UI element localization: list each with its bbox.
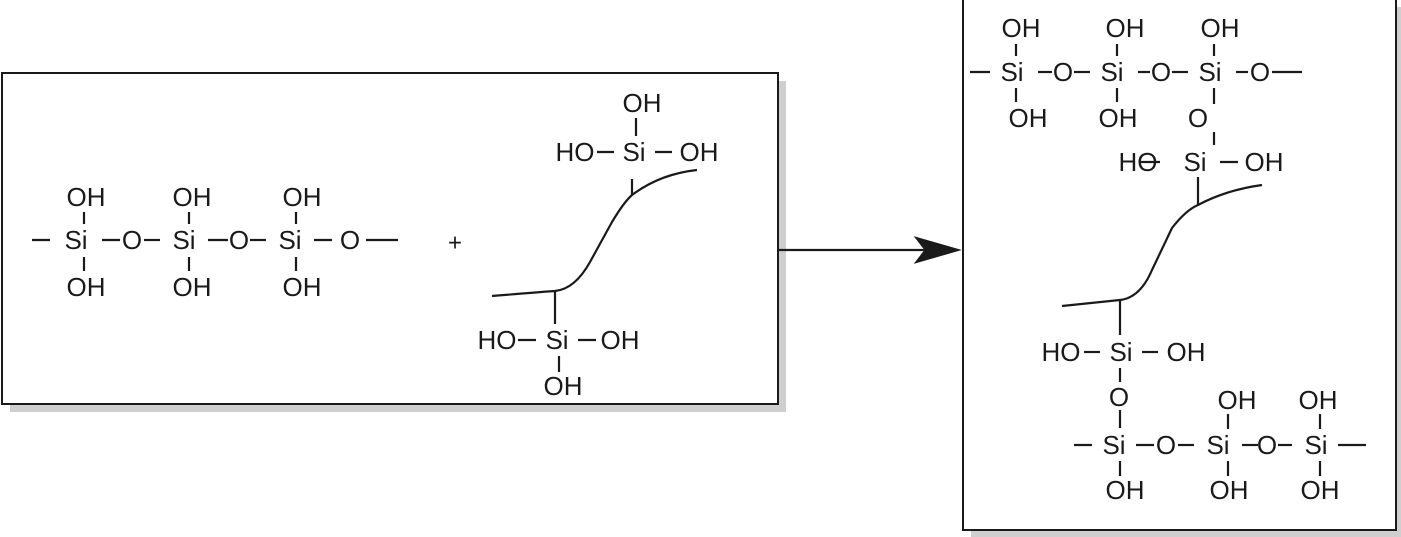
si-atom: Si: [1102, 430, 1125, 460]
oh-group: OH: [623, 88, 662, 118]
oh-group: OH: [283, 272, 322, 302]
si-atom: Si: [545, 325, 568, 355]
o-atom: O: [1250, 57, 1270, 87]
o-atom: O: [1188, 103, 1208, 133]
oh-group: OH: [1301, 475, 1340, 505]
fiber-with-silanols-reactant: Si HO OH OH Si HO OH OH: [478, 88, 719, 401]
reaction-arrow: [778, 236, 962, 264]
si-atom: Si: [64, 225, 87, 255]
ho-group: HO: [556, 137, 595, 167]
ho-group: HO: [478, 325, 517, 355]
oh-group: OH: [544, 371, 583, 401]
oh-group: OH: [67, 182, 106, 212]
oh-group: OH: [1299, 385, 1338, 415]
oh-group: OH: [1002, 13, 1041, 43]
si-atom: Si: [1206, 430, 1229, 460]
si-atom: Si: [1304, 430, 1327, 460]
o-atom: O: [1109, 382, 1129, 412]
si-atom: Si: [172, 225, 195, 255]
si-atom: Si: [1183, 147, 1206, 177]
si-atom: Si: [622, 137, 645, 167]
reactant-box: [1, 72, 779, 405]
oh-group: OH: [1218, 385, 1257, 415]
si-atom: Si: [1198, 57, 1221, 87]
oh-group: OH: [1106, 13, 1145, 43]
o-atom: O: [340, 225, 360, 255]
ho-group: HO: [1042, 337, 1081, 367]
oh-group: OH: [1009, 103, 1048, 133]
o-atom: O: [1257, 430, 1277, 460]
oh-group: OH: [1210, 475, 1249, 505]
o-atom: O: [1053, 57, 1073, 87]
ho-group: HO: [1119, 147, 1158, 177]
o-atom: O: [1156, 430, 1176, 460]
si-atom: Si: [1000, 57, 1023, 87]
o-atom: O: [229, 225, 249, 255]
oh-group: OH: [1167, 337, 1206, 367]
oh-group: OH: [1106, 475, 1145, 505]
si-atom: Si: [1109, 337, 1132, 367]
oh-group: OH: [601, 325, 640, 355]
plus-sign: +: [448, 230, 462, 257]
oh-group: OH: [67, 272, 106, 302]
oh-group: OH: [1099, 103, 1138, 133]
si-atom: Si: [1100, 57, 1123, 87]
si-atom: Si: [278, 225, 301, 255]
oh-group: OH: [680, 137, 719, 167]
oh-group: OH: [173, 272, 212, 302]
silica-chain-reactant: Si O Si O Si O OH OH OH OH OH OH: [32, 182, 398, 302]
o-atom: O: [122, 225, 142, 255]
oh-group: OH: [173, 182, 212, 212]
oh-group: OH: [283, 182, 322, 212]
grafted-silica-fiber-product: Si O Si O Si O OH OH OH OH OH O Si HO OH…: [970, 13, 1366, 505]
o-atom: O: [1151, 57, 1171, 87]
oh-group: OH: [1201, 13, 1240, 43]
oh-group: OH: [1245, 147, 1284, 177]
product-box: [962, 0, 1397, 531]
